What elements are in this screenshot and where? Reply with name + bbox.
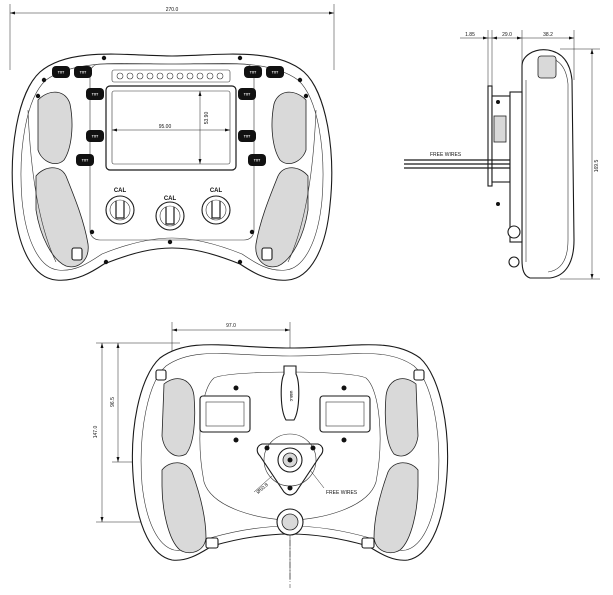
- button-l3: TXT: [86, 88, 104, 100]
- rear-plate: [199, 371, 381, 521]
- button-l4: TXT: [86, 130, 104, 142]
- rear-left-grip: [155, 369, 219, 554]
- usb-c-connector: USB-C: [280, 365, 300, 421]
- svg-text:USB-C: USB-C: [289, 391, 293, 402]
- button-l1: TXT: [52, 66, 70, 78]
- svg-text:TXT: TXT: [244, 135, 251, 139]
- overall-width-label: 270.0: [166, 7, 179, 13]
- encoder-center: CAL: [155, 196, 185, 231]
- rear-half-width-label: 97.0: [226, 323, 236, 329]
- encoder-left: CAL: [105, 188, 135, 225]
- svg-text:TXT: TXT: [80, 71, 87, 75]
- button-r2: TXT: [266, 66, 284, 78]
- front-screws: [35, 55, 309, 265]
- button-r4: TXT: [238, 130, 256, 142]
- side-wires-label: FREE WIRES: [430, 152, 462, 158]
- side-dim-b: 29.0: [502, 32, 512, 38]
- side-view: 1.85 29.0 38.2 FREE WIRES: [404, 30, 600, 280]
- right-paddle-mount: [319, 385, 371, 443]
- right-button-cluster: TXT TXT TXT TXT TXT: [238, 66, 284, 166]
- rear-view: 97.0 147.0 96.5: [93, 322, 449, 588]
- screen-height-label: 53.90: [204, 112, 210, 125]
- display-screen: 95.00 53.90: [105, 85, 237, 171]
- led-row: [111, 69, 231, 83]
- left-grip: [27, 91, 89, 268]
- svg-text:TXT: TXT: [92, 135, 99, 139]
- svg-text:CAL: CAL: [164, 196, 177, 202]
- svg-text:CAL: CAL: [210, 188, 223, 194]
- left-paddle-mount: [199, 385, 251, 443]
- svg-text:TXT: TXT: [82, 159, 89, 163]
- overall-width-dimension: 270.0: [9, 4, 335, 70]
- side-top-dimensions: 1.85 29.0 38.2: [460, 30, 575, 90]
- side-free-wires: FREE WIRES: [404, 152, 510, 169]
- svg-text:TXT: TXT: [244, 93, 251, 97]
- encoder-right: CAL: [201, 188, 231, 225]
- svg-text:TXT: TXT: [58, 71, 65, 75]
- svg-text:TXT: TXT: [250, 71, 257, 75]
- side-dim-a: 1.85: [465, 32, 475, 38]
- left-button-cluster: TXT TXT TXT TXT TXT: [52, 66, 104, 166]
- button-l5: TXT: [76, 154, 94, 166]
- svg-text:TXT: TXT: [272, 71, 279, 75]
- svg-text:TXT: TXT: [92, 93, 99, 97]
- screen-width-label: 95.00: [159, 124, 172, 130]
- rear-inner-height-label: 96.5: [110, 397, 116, 407]
- rear-wires-label: FREE WIRES: [326, 490, 358, 496]
- side-height-dimension: 169.5: [560, 48, 600, 280]
- rear-right-grip: [361, 369, 425, 554]
- quick-release-button: [276, 508, 304, 536]
- button-r5: TXT: [248, 154, 266, 166]
- front-view: 270.0: [9, 4, 335, 281]
- hub-mount: Ø50.8 FREE WIRES: [253, 433, 358, 496]
- right-grip: [255, 91, 317, 268]
- side-dim-c: 38.2: [543, 32, 553, 38]
- side-height-label: 169.5: [594, 160, 600, 173]
- side-body: [521, 49, 575, 279]
- rear-total-height-label: 147.0: [93, 426, 99, 439]
- button-r3: TXT: [238, 88, 256, 100]
- svg-text:CAL: CAL: [114, 188, 127, 194]
- wheel-inner-outline: [20, 62, 324, 271]
- button-l2: TXT: [74, 66, 92, 78]
- button-r1: TXT: [244, 66, 262, 78]
- wheel-outer-outline: [11, 53, 333, 281]
- svg-text:TXT: TXT: [254, 159, 261, 163]
